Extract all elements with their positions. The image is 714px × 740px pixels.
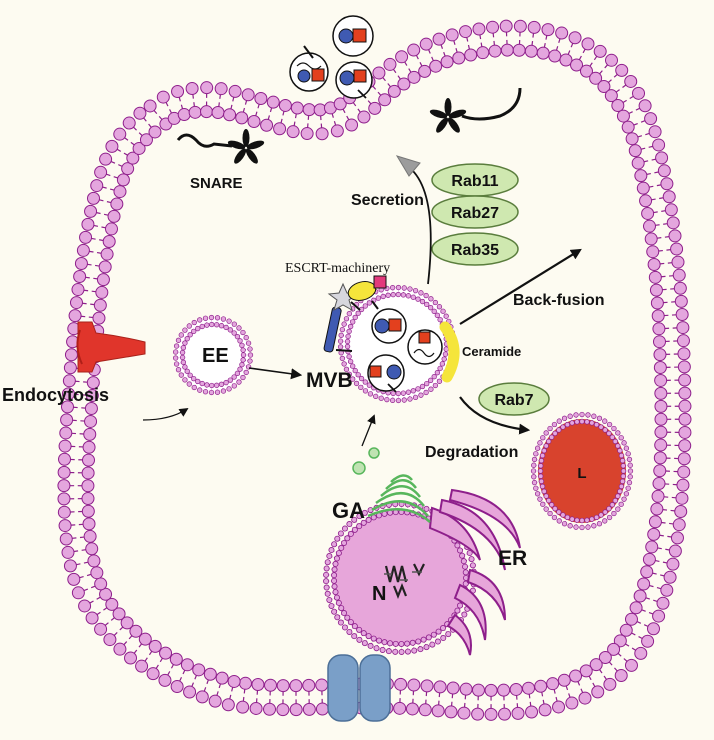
snare-icon [429, 87, 522, 133]
mvb-label: MVB [306, 369, 353, 392]
cargo-vesicle-icon [367, 354, 405, 393]
cargo-vesicle-icon [289, 45, 329, 92]
degradation-arrow [459, 396, 531, 435]
intraluminal-vesicles [367, 308, 443, 393]
secretion-arrowhead [395, 155, 421, 177]
dna-icon [384, 563, 425, 599]
escrt-complex [323, 275, 387, 353]
golgi-to-mvb-arrow [361, 414, 376, 447]
back-fusion-label: Back-fusion [513, 292, 605, 309]
escrt-label: ESCRT-machinery [285, 261, 390, 276]
lysosome [530, 411, 634, 531]
ceramide-label: Ceramide [462, 344, 521, 359]
released-exosomes [289, 15, 374, 99]
rab7-protein [478, 382, 550, 416]
channel-protein-icon [327, 654, 391, 722]
cargo-vesicle-icon [371, 308, 407, 344]
ceramide-patch [439, 321, 460, 383]
rab7-label: Rab7 [494, 392, 533, 409]
nucleus: N [323, 501, 477, 655]
rab27-label: Rab27 [451, 205, 499, 222]
back-fusion-arrow [459, 248, 582, 325]
er-label: ER [498, 547, 527, 570]
secretion-label: Secretion [351, 192, 424, 209]
golgi-vesicles [352, 447, 380, 475]
ga-label: GA [332, 498, 365, 523]
endoplasmic-reticulum [428, 488, 521, 656]
rab11-label: Rab11 [451, 173, 498, 190]
ee-to-mvb-arrow [248, 367, 303, 380]
snare-label: SNARE [190, 175, 243, 192]
degradation-label: Degradation [425, 444, 518, 461]
rab-secretion-cluster: Rab11 Rab27 Rab35 [431, 163, 519, 266]
endocytosis-arrow [142, 408, 189, 421]
golgi-apparatus [367, 474, 431, 523]
lysosome-label: L [577, 465, 586, 482]
cargo-vesicle-icon [407, 329, 443, 365]
cargo-vesicle-icon [335, 61, 373, 99]
early-endosome [172, 314, 254, 396]
snare-icon [176, 129, 265, 164]
transmembrane-receptor-icon [76, 321, 146, 373]
rab35-label: Rab35 [451, 242, 499, 259]
cargo-vesicle-icon [332, 15, 374, 57]
nucleus-label: N [372, 583, 386, 605]
secretion-arrow [411, 169, 432, 285]
ee-label: EE [202, 345, 229, 367]
endocytosis-label: Endocytosis [2, 385, 109, 405]
